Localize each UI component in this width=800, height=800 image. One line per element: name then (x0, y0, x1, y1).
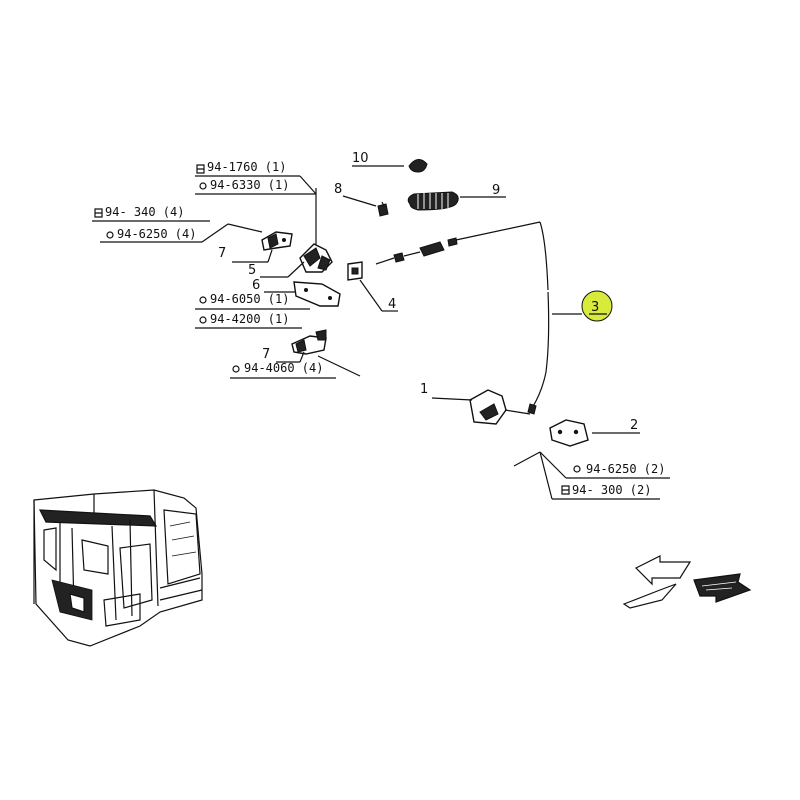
fastener-label-i: 94- 300 (2) (572, 483, 651, 497)
part-ref-3: 3 (591, 300, 599, 315)
fastener-label-d: 94-6250 (4) (117, 227, 196, 241)
part-ref-7-lower: 7 (262, 347, 270, 362)
part-3-cable[interactable] (375, 221, 550, 415)
fastener-callout-c: 94- 340 (4) (92, 205, 210, 222)
leader-7-upper-b (267, 249, 273, 263)
fastener-label-e: 94-6050 (1) (210, 292, 289, 306)
fastener-callout-e: 94-6050 (1) (195, 292, 310, 310)
fastener-label-a: 94-1760 (1) (207, 160, 286, 174)
fastener-label-b: 94-6330 (1) (210, 178, 289, 192)
part-ref-2: 2 (630, 418, 638, 433)
fastener-callout-a: 94-1760 (1) (195, 160, 300, 177)
leader-hi-join-b (539, 451, 553, 500)
part-ref-4: 4 (388, 297, 396, 312)
leader-g-join (317, 355, 361, 377)
fastener-callout-i: 94- 300 (2) (552, 483, 660, 500)
part-1-pedal[interactable] (469, 389, 531, 425)
part-ref-5: 5 (248, 263, 256, 278)
fastener-callout-g: 94-4060 (4) (230, 361, 336, 379)
fastener-callout-d: 94-6250 (4) (100, 227, 202, 243)
leader-cd-join (201, 223, 229, 243)
leader-hi-join (539, 451, 567, 479)
part-10-knob[interactable] (408, 159, 428, 173)
fastener-label-c: 94- 340 (4) (105, 205, 184, 219)
part-2-bracket[interactable] (549, 419, 589, 447)
part-8-screw[interactable] (377, 201, 389, 217)
leader-1 (431, 397, 473, 401)
part-7-lower-clamp[interactable] (291, 329, 327, 355)
direction-arrows-icon (622, 555, 752, 609)
leader-ab-join (299, 175, 317, 195)
leader-7-lower-b (299, 351, 305, 363)
leader-4 (359, 279, 383, 312)
fastener-label-g: 94-4060 (4) (244, 361, 323, 375)
leader-8 (342, 195, 377, 207)
part-ref-6: 6 (252, 278, 260, 293)
fastener-label-h: 94-6250 (2) (586, 462, 665, 476)
fastener-callout-f: 94-4200 (1) (195, 312, 302, 329)
part-ref-9: 9 (492, 183, 500, 198)
leader-cd-to-part (227, 223, 263, 233)
part-ref-7-upper: 7 (218, 246, 226, 261)
fastener-callout-b: 94-6330 (1) (195, 178, 316, 195)
leader-hi-to-part (513, 451, 541, 467)
part-5-housing[interactable] (299, 243, 333, 273)
part-7-upper-clamp[interactable] (261, 231, 293, 251)
fastener-label-f: 94-4200 (1) (210, 312, 289, 326)
part-4-clip[interactable] (347, 261, 363, 281)
cab-locator-thumbnail (33, 489, 203, 647)
leader-5-b (287, 261, 305, 278)
part-ref-3-highlight: 3 (581, 290, 613, 322)
fastener-callout-h: 94-6250 (2) (566, 462, 670, 479)
part-ref-8: 8 (334, 182, 342, 197)
part-9-bellows[interactable] (407, 191, 459, 211)
part-ref-1: 1 (420, 382, 428, 397)
part-6-bracket[interactable] (293, 281, 341, 307)
part-ref-10: 10 (352, 151, 369, 166)
